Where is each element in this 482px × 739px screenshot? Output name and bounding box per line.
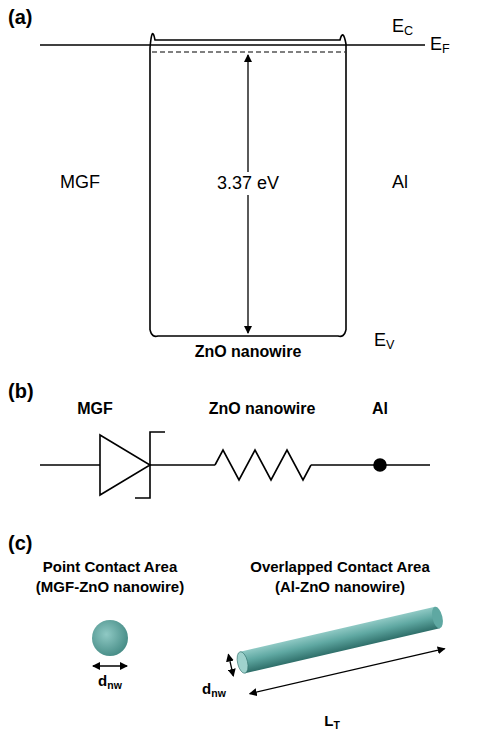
part-label: Al [372, 400, 388, 418]
area-label: (Al-ZnO nanowire) [275, 578, 405, 595]
band-label: EV [374, 330, 394, 351]
band-label: EF [430, 34, 450, 55]
dimension: dnw [98, 672, 122, 689]
panel-label: (c) [8, 532, 32, 555]
band-diagram [40, 34, 425, 337]
part-label: ZnO nanowire [209, 400, 316, 418]
dimension: dnw [202, 680, 226, 697]
dimension: LT [324, 712, 340, 729]
area-label: (MGF-ZnO nanowire) [36, 578, 184, 595]
part-label: MGF [77, 400, 113, 418]
region-label: Al [392, 172, 408, 193]
circuit [40, 432, 430, 498]
panel-label: (b) [8, 380, 34, 403]
area-label: Point Contact Area [43, 558, 177, 575]
band-label: EC [392, 16, 413, 37]
contact-shapes [92, 606, 450, 697]
panel-label: (a) [8, 6, 32, 29]
gap-value: 3.37 eV [214, 172, 282, 195]
material-label: ZnO nanowire [195, 343, 302, 361]
region-label: MGF [60, 172, 100, 193]
area-label: Overlapped Contact Area [250, 558, 430, 575]
